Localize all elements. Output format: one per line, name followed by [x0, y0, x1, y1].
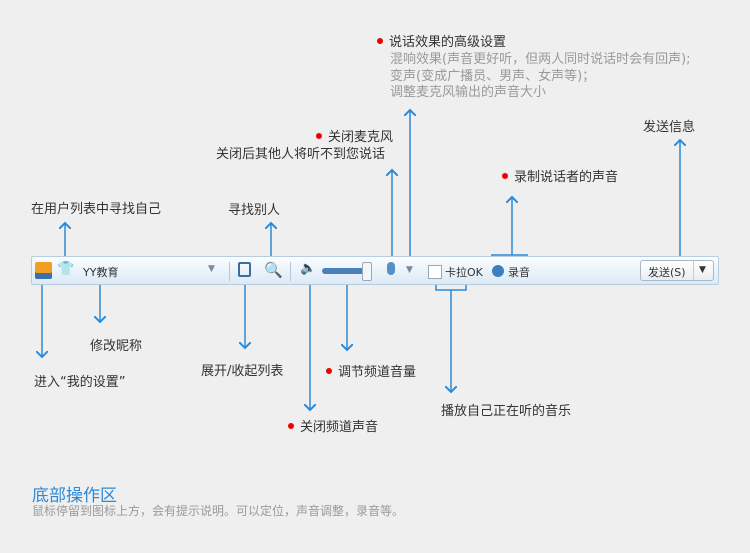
send-button[interactable]: 发送(S) ▼: [640, 260, 714, 281]
send-label: 发送(S): [648, 266, 686, 279]
record-label[interactable]: 录音: [508, 266, 530, 279]
volume-slider[interactable]: [322, 268, 364, 274]
annotation-voice-effects-title: 说话效果的高级设置: [377, 31, 506, 50]
microphone-icon[interactable]: [387, 262, 395, 275]
speaker-icon[interactable]: 🔈: [300, 261, 317, 276]
annotation-play-music: 播放自己正在听的音乐: [441, 404, 572, 419]
shirt-icon[interactable]: 👕: [57, 261, 75, 277]
annotation-channel-volume: 调节频道音量: [326, 361, 416, 380]
annotation-mic-off-desc: 关闭后其他人将听不到您说话: [216, 147, 386, 162]
annotation-mic-off-title: 关闭麦克风: [316, 126, 393, 145]
send-options-dropdown-icon[interactable]: ▼: [693, 261, 706, 280]
my-settings-avatar-icon[interactable]: [35, 262, 52, 279]
annotation-send-message: 发送信息: [643, 120, 696, 135]
annotation-voice-effects-line: 变声(变成广播员、男声、女声等)；: [390, 69, 596, 84]
annotation-voice-effects-line: 混响效果(声音更好听，但两人同时说话时会有回声);: [390, 52, 691, 67]
nickname-field[interactable]: YY教育: [83, 266, 119, 279]
volume-slider-thumb[interactable]: [362, 262, 372, 281]
bottom-toolbar: 👕 YY教育 ▼ 🔍 🔈 ▼ 卡拉OK 录音 发送(S) ▼: [31, 256, 719, 285]
annotation-edit-nickname: 修改昵称: [90, 339, 143, 354]
annotation-mute-channel: 关闭频道声音: [288, 416, 378, 435]
annotation-my-settings: 进入“我的设置”: [34, 375, 126, 390]
toggle-list-icon[interactable]: [238, 262, 251, 277]
karaoke-checkbox[interactable]: [428, 265, 442, 279]
annotation-find-others: 寻找别人: [228, 203, 281, 218]
annotation-record-speaker: 录制说话者的声音: [502, 166, 618, 185]
nickname-dropdown-icon[interactable]: ▼: [208, 264, 215, 274]
annotation-voice-effects-line: 调整麦克风输出的声音大小: [390, 85, 547, 100]
karaoke-label[interactable]: 卡拉OK: [445, 266, 483, 279]
footer-title: 底部操作区: [32, 486, 117, 506]
search-icon[interactable]: 🔍: [264, 261, 283, 279]
mic-settings-dropdown-icon[interactable]: ▼: [406, 265, 413, 275]
footer-description: 鼠标停留到图标上方，会有提示说明。可以定位，声音调整，录音等。: [32, 504, 405, 518]
record-icon[interactable]: [492, 265, 504, 277]
annotation-find-self: 在用户列表中寻找自己: [31, 202, 162, 217]
annotation-toggle-list: 展开/收起列表: [201, 364, 284, 379]
